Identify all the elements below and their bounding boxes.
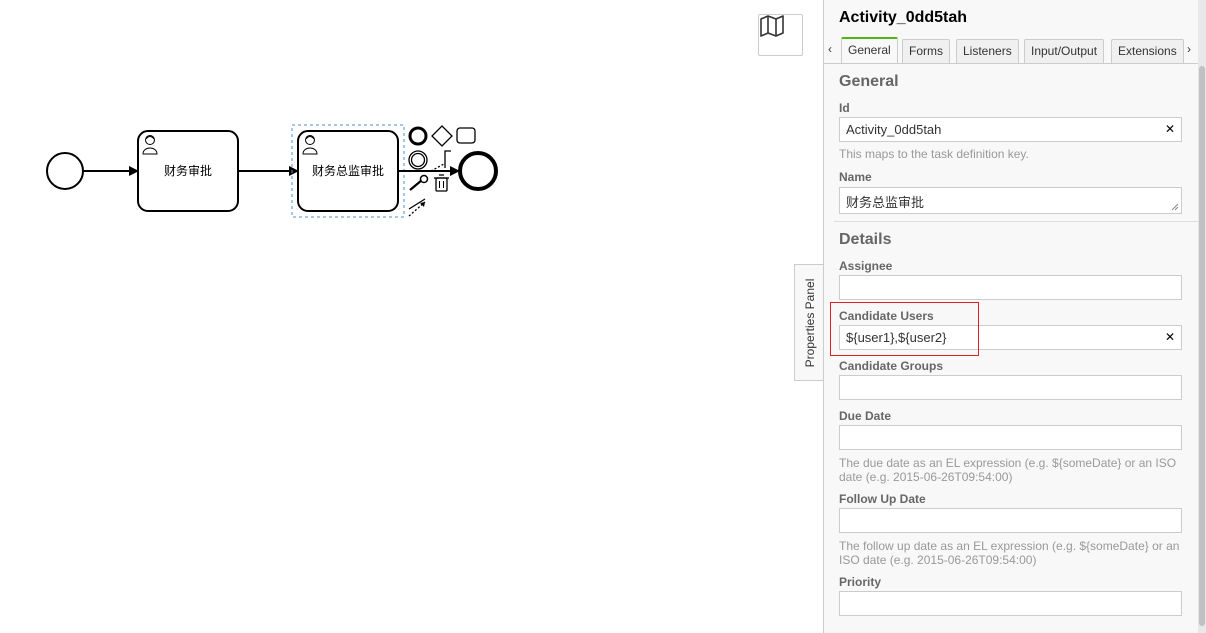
- bpmn-canvas[interactable]: 财务审批 财务总监审批: [0, 0, 823, 633]
- panel-scrollbar[interactable]: [1198, 0, 1206, 633]
- tabs-divider: [824, 63, 1199, 64]
- highlight-annotation-box: [830, 302, 979, 356]
- id-label: Id: [839, 101, 850, 115]
- context-pad: [408, 125, 476, 217]
- details-heading: Details: [839, 231, 892, 248]
- connect-icon[interactable]: [408, 198, 426, 217]
- resize-grip-icon[interactable]: [1171, 203, 1179, 211]
- tab-forms[interactable]: Forms: [902, 39, 950, 63]
- general-heading: General: [839, 73, 899, 90]
- candidate-users-value: ${user1},${user2}: [846, 330, 947, 345]
- assignee-field[interactable]: [839, 275, 1182, 300]
- text-annotation-icon[interactable]: [430, 150, 451, 172]
- group-divider: [834, 221, 1199, 222]
- gateway-icon[interactable]: [431, 125, 453, 147]
- tab-label: Listeners: [963, 44, 1012, 58]
- tab-label: Forms: [909, 44, 943, 58]
- candidate-groups-field[interactable]: [839, 375, 1182, 400]
- start-event[interactable]: [46, 152, 84, 190]
- id-hint: This maps to the task definition key.: [839, 147, 1029, 161]
- id-value: Activity_0dd5tah: [846, 122, 942, 137]
- task-1-label: 财务审批: [164, 163, 212, 178]
- diagram-svg: 财务审批 财务总监审批: [46, 124, 498, 218]
- scrollbar-thumb[interactable]: [1199, 66, 1205, 626]
- candidate-users-field[interactable]: ${user1},${user2} ✕: [839, 325, 1182, 350]
- properties-panel-toggle[interactable]: Properties Panel: [794, 264, 824, 381]
- tab-label: Extensions: [1118, 44, 1177, 58]
- tab-label: Input/Output: [1031, 44, 1098, 58]
- end-event[interactable]: [458, 151, 498, 191]
- candidate-users-label: Candidate Users: [839, 309, 934, 323]
- delete-icon[interactable]: [434, 174, 449, 192]
- intermediate-event-icon[interactable]: [408, 150, 428, 170]
- user-icon: [302, 135, 318, 155]
- user-task-1[interactable]: 财务审批: [137, 130, 239, 212]
- tab-bar: ‹ General Forms Listeners Input/Output E…: [824, 36, 1199, 63]
- tab-scroll-left-icon[interactable]: ‹: [828, 42, 832, 56]
- minimap-toggle-button[interactable]: [758, 14, 803, 56]
- tab-extensions[interactable]: Extensions: [1111, 39, 1184, 63]
- tab-listeners[interactable]: Listeners: [956, 39, 1019, 63]
- task-icon[interactable]: [456, 127, 476, 144]
- candidate-groups-label: Candidate Groups: [839, 359, 944, 373]
- user-task-2[interactable]: 财务总监审批: [291, 124, 405, 218]
- priority-field[interactable]: [839, 591, 1182, 616]
- end-event-icon[interactable]: [408, 126, 428, 146]
- name-value: 财务总监审批: [846, 195, 925, 210]
- tab-general[interactable]: General: [841, 37, 898, 63]
- assignee-label: Assignee: [839, 259, 893, 273]
- task-2-label: 财务总监审批: [312, 163, 384, 178]
- follow-up-date-hint: The follow up date as an EL expression (…: [839, 539, 1180, 567]
- panel-title: Activity_0dd5tah: [839, 9, 968, 26]
- due-date-label: Due Date: [839, 409, 892, 423]
- properties-panel: Activity_0dd5tah ‹ General Forms Listene…: [823, 0, 1206, 633]
- tab-input-output[interactable]: Input/Output: [1024, 39, 1105, 63]
- id-field[interactable]: Activity_0dd5tah ✕: [839, 117, 1182, 142]
- name-label: Name: [839, 170, 872, 184]
- follow-up-date-label: Follow Up Date: [839, 492, 926, 506]
- due-date-hint: The due date as an EL expression (e.g. $…: [839, 456, 1177, 484]
- clear-id-icon[interactable]: ✕: [1164, 122, 1175, 136]
- tab-scroll-right-icon[interactable]: ›: [1187, 42, 1191, 56]
- due-date-field[interactable]: [839, 425, 1182, 450]
- map-icon: [760, 15, 784, 37]
- name-field[interactable]: 财务总监审批: [839, 187, 1182, 214]
- follow-up-date-field[interactable]: [839, 508, 1182, 533]
- clear-candidate-users-icon[interactable]: ✕: [1164, 330, 1175, 344]
- user-icon: [142, 135, 158, 155]
- priority-label: Priority: [839, 575, 882, 589]
- tab-label: General: [848, 43, 891, 57]
- properties-panel-toggle-label: Properties Panel: [802, 278, 817, 367]
- change-type-icon[interactable]: [409, 174, 429, 191]
